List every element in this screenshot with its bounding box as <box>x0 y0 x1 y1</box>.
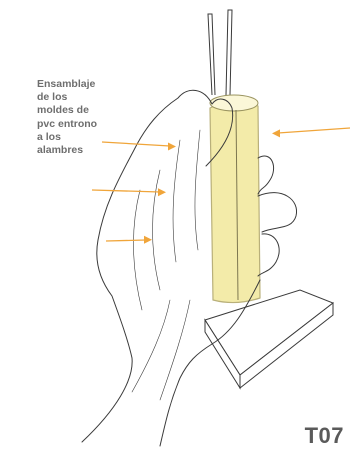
arrow-icon <box>106 236 152 244</box>
wire-illustration <box>208 10 232 95</box>
sheet-code-label: T07 <box>305 423 344 449</box>
base-block-illustration <box>205 290 333 388</box>
pvc-tube-illustration <box>210 95 260 303</box>
arrow-icon <box>272 128 350 137</box>
assembly-caption: Ensamblaje de los moldes de pvc entrono … <box>37 78 117 157</box>
